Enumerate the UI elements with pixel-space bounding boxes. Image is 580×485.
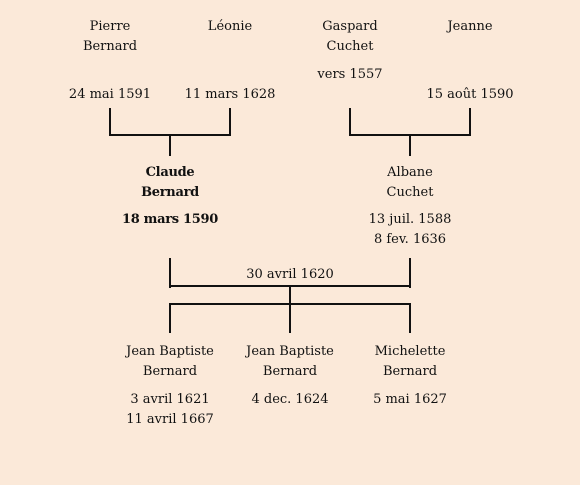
- given-name: Pierre: [89, 19, 131, 34]
- person-gaspard-cuchet-name: Gaspard Cuchet: [322, 17, 377, 57]
- connector-line: [409, 303, 411, 333]
- birth-date: 13 juil. 1588: [368, 212, 452, 227]
- person-albane-cuchet-name: Albane Cuchet: [387, 163, 434, 203]
- surname: Cuchet: [326, 39, 374, 54]
- connector-line: [169, 303, 171, 333]
- connector-line: [169, 134, 171, 156]
- connector-line: [349, 108, 351, 136]
- birth-date: 3 avril 1621: [130, 392, 210, 407]
- surname: Bernard: [141, 185, 199, 200]
- person-leonie-date: 11 mars 1628: [184, 87, 276, 102]
- connector-line: [289, 303, 291, 333]
- surname: Bernard: [142, 364, 198, 379]
- child-2-date: 4 dec. 1624: [251, 392, 329, 407]
- person-jeanne-date: 15 août 1590: [426, 87, 514, 102]
- person-jeanne-name: Jeanne: [447, 17, 492, 37]
- connector-line: [109, 108, 111, 136]
- marriage-date: 30 avril 1620: [246, 267, 334, 282]
- given-name: Léonie: [207, 19, 253, 34]
- person-pierre-bernard-name: Pierre Bernard: [83, 17, 137, 57]
- death-date: 11 avril 1667: [126, 412, 214, 427]
- connector-line: [469, 108, 471, 136]
- connector-line: [169, 258, 171, 288]
- given-name: Jean Baptiste: [126, 344, 214, 359]
- surname: Bernard: [82, 39, 138, 54]
- connector-line: [409, 258, 411, 288]
- connector-line: [289, 285, 291, 305]
- connector-line: [409, 134, 411, 156]
- child-3-date: 5 mai 1627: [373, 392, 447, 407]
- person-gaspard-cuchet-date: vers 1557: [317, 67, 383, 82]
- given-name: Jean Baptiste: [246, 344, 334, 359]
- person-albane-cuchet-dates: 13 juil. 1588 8 fev. 1636: [369, 210, 452, 250]
- given-name: Jeanne: [447, 19, 493, 34]
- child-1-dates: 3 avril 1621 11 avril 1667: [126, 390, 214, 430]
- person-pierre-bernard-date: 24 mai 1591: [68, 87, 152, 102]
- given-name: Michelette: [374, 344, 446, 359]
- surname: Bernard: [382, 364, 438, 379]
- child-1-name: Jean Baptiste Bernard: [126, 342, 214, 382]
- connector-line: [229, 108, 231, 136]
- person-claude-bernard-date: 18 mars 1590: [121, 212, 219, 227]
- person-leonie-name: Léonie: [208, 17, 252, 37]
- person-claude-bernard-name: Claude Bernard: [141, 163, 199, 203]
- surname: Cuchet: [386, 185, 434, 200]
- child-3-name: Michelette Bernard: [375, 342, 446, 382]
- given-name: Albane: [387, 165, 433, 180]
- given-name: Gaspard: [322, 19, 378, 34]
- death-date: 8 fev. 1636: [373, 232, 447, 247]
- child-2-name: Jean Baptiste Bernard: [246, 342, 334, 382]
- given-name: Claude: [145, 165, 195, 180]
- surname: Bernard: [262, 364, 318, 379]
